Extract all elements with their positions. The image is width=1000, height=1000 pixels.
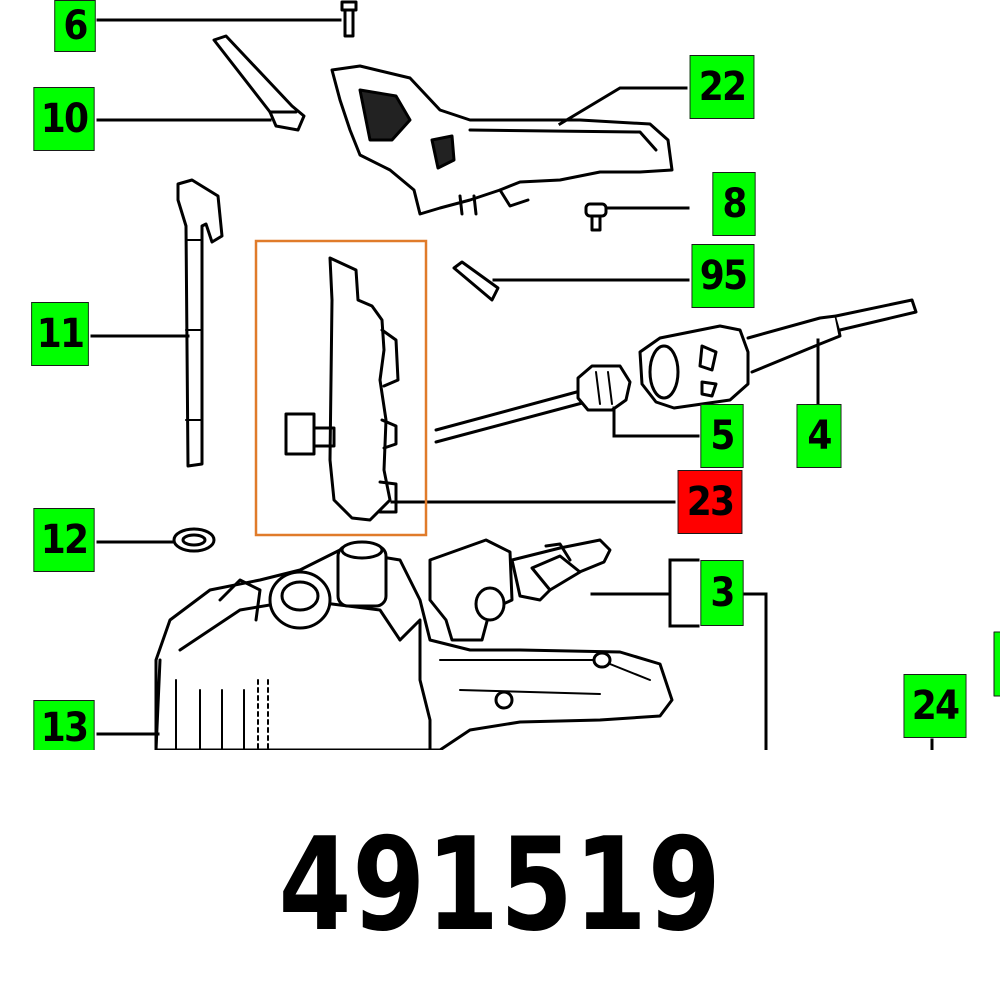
leader-line-3-down xyxy=(742,592,768,750)
o-ring-part-12 xyxy=(172,527,216,553)
callout-8: 8 xyxy=(712,172,756,236)
callout-5: 5 xyxy=(700,404,744,468)
switch-module-part-23 xyxy=(284,256,400,522)
cable-part-5 xyxy=(434,364,632,444)
callout-95: 95 xyxy=(691,244,755,308)
lever-part-10 xyxy=(212,34,306,132)
callout-23: 23 xyxy=(677,470,743,534)
switch-part-3 xyxy=(428,538,612,642)
rod-part-11 xyxy=(176,178,224,468)
callout-11: 11 xyxy=(31,302,89,366)
screw-part-6 xyxy=(340,0,358,38)
callout-6: 6 xyxy=(54,0,96,52)
callout-24: 24 xyxy=(903,674,967,738)
leader-line-22 xyxy=(557,86,688,127)
pin-part-95 xyxy=(452,260,500,302)
callout-12: 12 xyxy=(33,508,95,572)
motor-housing-part-13 xyxy=(154,540,674,750)
parts-drawing xyxy=(90,0,1000,750)
screw-part-8 xyxy=(584,202,608,232)
partial-part-24-marker xyxy=(993,631,1000,697)
cable-sleeve-part-4 xyxy=(638,298,918,410)
callout-22: 22 xyxy=(689,55,755,119)
exploded-parts-diagram: 6 10 22 8 95 11 5 4 23 12 3 13 24 xyxy=(31,0,1000,750)
handle-cover-part-22 xyxy=(330,64,674,216)
leader-line-3-bracket xyxy=(668,558,700,628)
part-number: 491519 xyxy=(278,810,722,960)
callout-4: 4 xyxy=(796,404,842,468)
callout-10: 10 xyxy=(33,87,95,151)
callout-3: 3 xyxy=(700,560,744,626)
leader-line-5 xyxy=(612,406,700,438)
callout-13: 13 xyxy=(33,700,95,750)
highlight-box xyxy=(254,239,428,537)
